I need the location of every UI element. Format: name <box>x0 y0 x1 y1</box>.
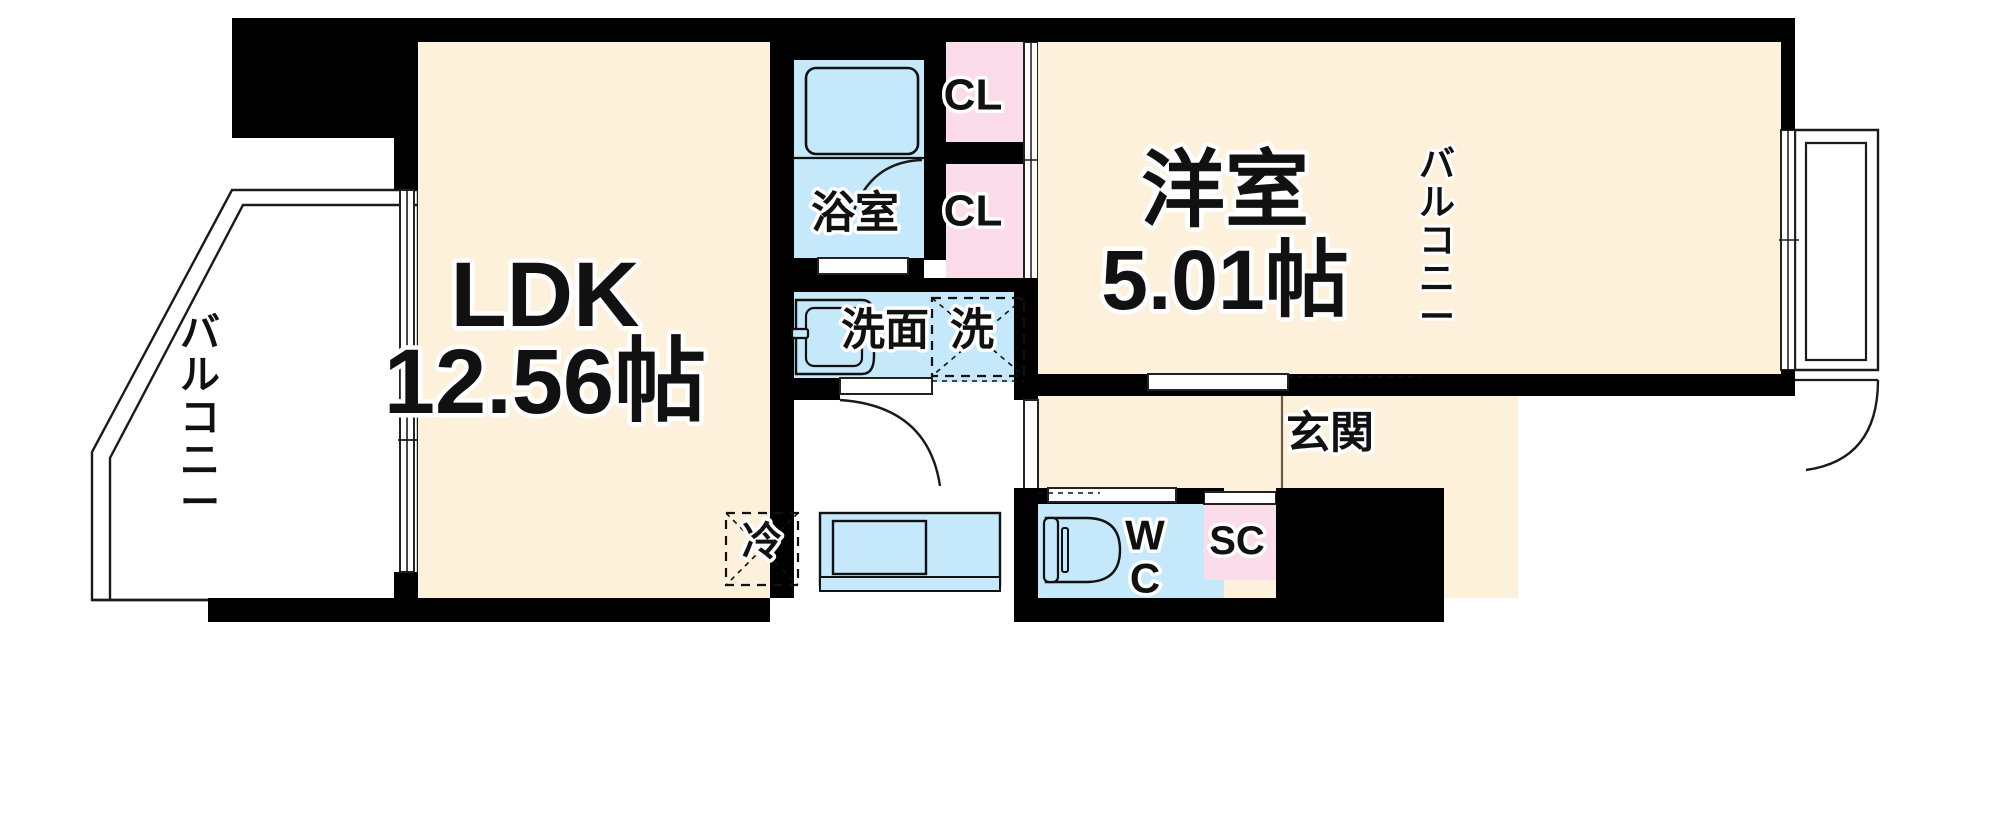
bath-door-panel <box>817 257 909 275</box>
bath-door-arc <box>846 158 923 233</box>
label-balcony-left-char-4: ー <box>180 481 220 525</box>
wall-wetcore-left <box>770 18 794 598</box>
washroom-door <box>839 377 1024 395</box>
label-bedroom-name: 洋室 <box>1141 143 1309 237</box>
label-bath-name: 浴室 <box>811 188 899 238</box>
toilet-icon <box>1042 516 1122 584</box>
wall-sc-left-cap <box>1180 488 1204 504</box>
label-balcony-left-char-1: ル <box>180 354 220 398</box>
label-washroom-name: 洗面 <box>841 306 929 355</box>
wall-top <box>418 18 1795 42</box>
wall-sc-right-block <box>1276 488 1444 622</box>
label-ldk-area: 12.56帖 <box>384 331 706 433</box>
wall-between-closets <box>946 142 1024 164</box>
wall-bottom-left <box>208 598 418 622</box>
window-bedroom-balcony <box>1779 129 1799 371</box>
label-balcony-right-char-2: コ <box>1419 220 1455 261</box>
label-laundry-name: 洗 <box>950 306 994 355</box>
wall-left-upper <box>394 18 418 190</box>
washbasin-icon <box>790 298 876 376</box>
wall-closet-top-cap <box>1024 18 1038 42</box>
wall-cap-a <box>770 488 794 494</box>
label-balcony-left-char-3: ニ <box>180 438 220 482</box>
label-balcony-right-char-0: バ <box>1419 143 1455 184</box>
wall-top-left-block <box>232 18 418 138</box>
washing-machine-space-icon <box>930 296 1026 378</box>
refrigerator-space-icon <box>724 511 800 587</box>
label-closet-lower: CL <box>944 187 1003 236</box>
shoe-closet-floor <box>1204 504 1276 580</box>
hall-door-arc-left <box>839 398 942 487</box>
bedroom-door-sliding <box>1147 373 1420 391</box>
label-balcony-right-char-1: ル <box>1419 181 1455 222</box>
label-fridge-name: 冷 <box>742 520 782 564</box>
label-entrance-name: 玄関 <box>1286 409 1374 458</box>
label-bedroom-area: 5.01帖 <box>1101 233 1349 327</box>
bathtub-icon <box>804 66 920 156</box>
closet-lower-floor <box>946 164 1024 280</box>
wall-washroom-right <box>1014 292 1038 400</box>
label-balcony-right-char-3: ニ <box>1419 258 1455 299</box>
label-balcony-right-char-4: ー <box>1419 296 1455 337</box>
label-balcony-left-char-0: バ <box>180 311 220 355</box>
label-closet-upper: CL <box>944 71 1003 120</box>
label-shoe-closet: SC <box>1209 519 1265 563</box>
room-bedroom-floor <box>1038 42 1795 382</box>
label-ldk-name: LDK <box>450 244 639 346</box>
label-toilet-w: W <box>1125 512 1165 559</box>
wall-below-washroom-left <box>770 378 840 400</box>
room-ldk-floor <box>418 42 770 598</box>
wall-wc-left <box>1014 488 1038 598</box>
wall-bath-right <box>924 60 946 260</box>
sc-door-panel <box>1203 491 1277 505</box>
wc-door-panel <box>1047 487 1177 503</box>
kitchen-counter <box>818 511 1002 592</box>
window-ldk-balcony <box>398 189 418 573</box>
room-label-layer: LDK12.56帖 洋室5.01帖 浴室洗面洗 CL CL 冷 WC SC 玄関 <box>379 67 1377 605</box>
label-balcony-left-char-2: コ <box>180 396 220 440</box>
label-toilet-c: C <box>1130 555 1160 602</box>
wall-bedroom-right-upper <box>1781 18 1795 130</box>
